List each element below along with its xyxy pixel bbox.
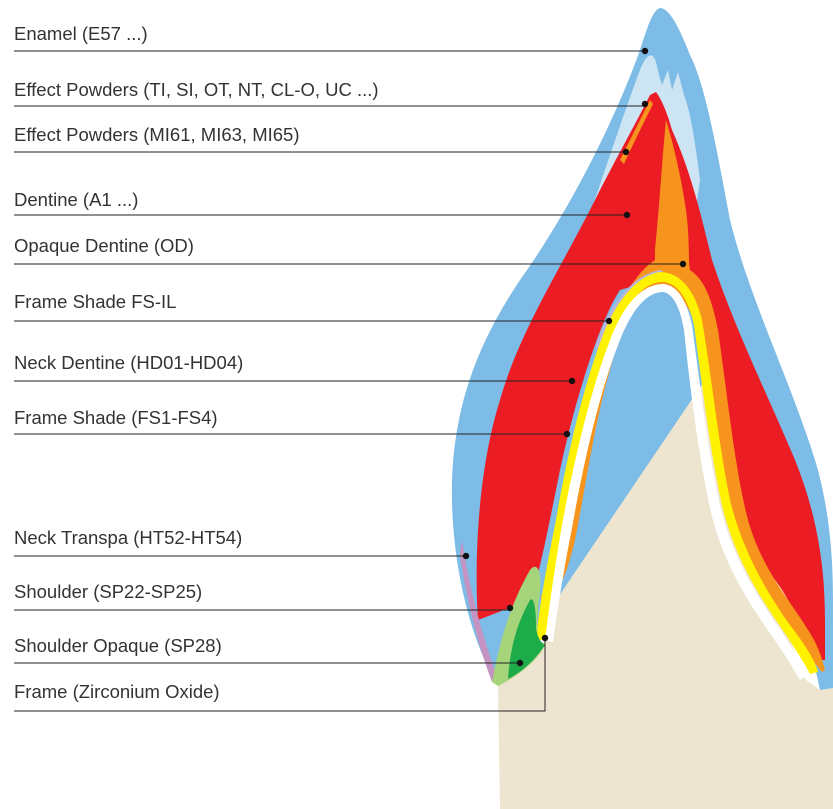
label-effect-powders-ti: Effect Powders (TI, SI, OT, NT, CL-O, UC… (14, 79, 649, 108)
leader-dot-dentine (623, 211, 631, 219)
label-text-dentine: Dentine (A1 ...) (14, 189, 138, 210)
leader-dot-effect-powders-mi (622, 148, 630, 156)
leader-dot-shoulder-opaque (516, 659, 524, 667)
labels-group: Enamel (E57 ...) Effect Powders (TI, SI, … (14, 23, 687, 712)
shoulder-opaque-shape (508, 599, 545, 679)
label-text-neck-transpa: Neck Transpa (HT52-HT54) (14, 527, 242, 548)
leader-dot-shoulder (506, 604, 514, 612)
label-text-effect-powders-mi: Effect Powders (MI61, MI63, MI65) (14, 124, 300, 145)
label-text-frame: Frame (Zirconium Oxide) (14, 681, 220, 702)
label-shoulder-opaque: Shoulder Opaque (SP28) (14, 635, 524, 667)
leader-dot-effect-powders-ti (641, 100, 649, 108)
leader-line-shoulder (14, 608, 511, 611)
label-neck-dentine: Neck Dentine (HD01-HD04) (14, 352, 576, 385)
label-text-frame-shade-fs1-fs4: Frame Shade (FS1-FS4) (14, 407, 218, 428)
label-text-effect-powders-ti: Effect Powders (TI, SI, OT, NT, CL-O, UC… (14, 79, 379, 100)
frame-white-border (545, 284, 808, 680)
label-enamel: Enamel (E57 ...) (14, 23, 649, 55)
label-dentine: Dentine (A1 ...) (14, 189, 631, 219)
label-text-shoulder: Shoulder (SP22-SP25) (14, 581, 202, 602)
label-effect-powders-mi: Effect Powders (MI61, MI63, MI65) (14, 124, 630, 156)
frame-zirconium-shape (498, 278, 833, 809)
label-neck-transpa: Neck Transpa (HT52-HT54) (14, 527, 470, 560)
leader-dot-enamel (641, 47, 649, 55)
frame-shade-shape (536, 272, 818, 674)
label-text-enamel: Enamel (E57 ...) (14, 23, 148, 44)
leader-dot-frame (541, 634, 549, 642)
label-text-shoulder-opaque: Shoulder Opaque (SP28) (14, 635, 222, 656)
label-text-opaque-dentine: Opaque Dentine (OD) (14, 235, 194, 256)
frame-shade-il-shape (596, 270, 664, 365)
label-opaque-dentine: Opaque Dentine (OD) (14, 235, 687, 268)
leader-line-frame (14, 638, 546, 712)
leader-dot-neck-dentine (568, 377, 576, 385)
effect-powder-mi-shape (620, 100, 653, 164)
label-frame-shade-fs-il: Frame Shade FS-IL (14, 291, 613, 325)
leader-dot-opaque-dentine (679, 260, 687, 268)
label-frame-shade-fs1-fs4: Frame Shade (FS1-FS4) (14, 407, 571, 438)
leader-dot-frame-shade-fs-il (605, 317, 613, 325)
label-text-frame-shade-fs-il: Frame Shade FS-IL (14, 291, 176, 312)
leader-dot-neck-transpa (462, 552, 470, 560)
label-frame: Frame (Zirconium Oxide) (14, 634, 549, 712)
label-text-neck-dentine: Neck Dentine (HD01-HD04) (14, 352, 243, 373)
leader-dot-frame-shade-fs1-fs4 (563, 430, 571, 438)
label-shoulder: Shoulder (SP22-SP25) (14, 581, 514, 612)
leader-line-effect-powders-ti (14, 104, 646, 107)
